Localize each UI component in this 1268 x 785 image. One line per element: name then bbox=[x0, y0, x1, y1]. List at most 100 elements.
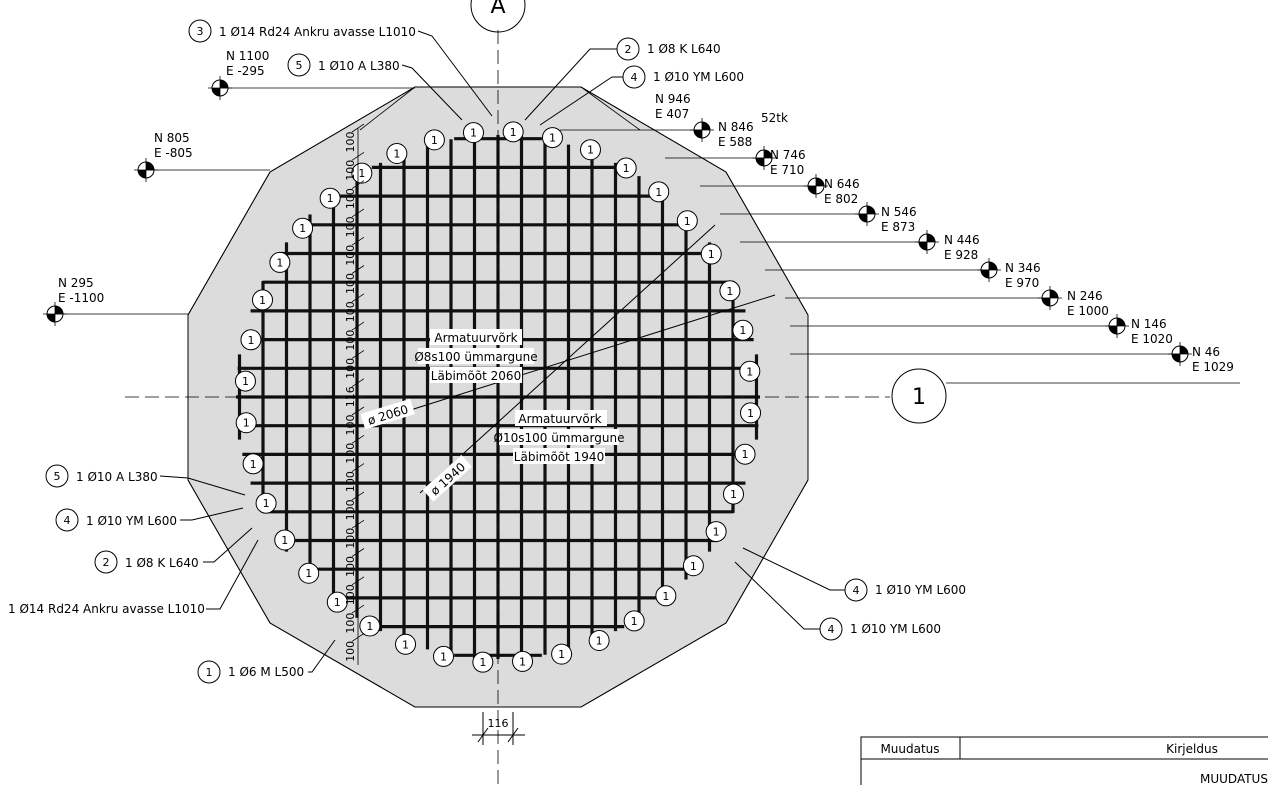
position-bubble: 1 bbox=[551, 643, 573, 665]
svg-text:MUUDATUS: MUUDATUS bbox=[1200, 772, 1268, 785]
svg-text:1: 1 bbox=[334, 596, 341, 609]
svg-text:1: 1 bbox=[510, 126, 517, 139]
svg-text:N 746: N 746 bbox=[770, 148, 806, 162]
count-label: 52tk bbox=[761, 111, 788, 125]
svg-text:1: 1 bbox=[305, 567, 312, 580]
position-bubble: 1 bbox=[423, 129, 445, 151]
svg-text:100: 100 bbox=[344, 301, 357, 322]
svg-text:E -805: E -805 bbox=[154, 146, 193, 160]
svg-text:Armatuurvõrk: Armatuurvõrk bbox=[518, 412, 601, 426]
svg-text:4: 4 bbox=[631, 71, 638, 84]
svg-text:Ø8s100 ümmargune: Ø8s100 ümmargune bbox=[414, 350, 537, 364]
svg-text:Kirjeldus: Kirjeldus bbox=[1166, 742, 1218, 756]
svg-text:1 Ø10 A L380: 1 Ø10 A L380 bbox=[76, 470, 158, 484]
position-bubble: 1 bbox=[472, 651, 494, 673]
position-bubble: 1 bbox=[588, 630, 610, 652]
svg-text:Armatuurvõrk: Armatuurvõrk bbox=[434, 331, 517, 345]
svg-text:1: 1 bbox=[440, 650, 447, 663]
position-bubble: 1 bbox=[648, 181, 670, 203]
position-bubble: 1 bbox=[623, 610, 645, 632]
position-bubble: 1 bbox=[319, 187, 341, 209]
svg-text:1: 1 bbox=[243, 417, 250, 430]
svg-text:N 646: N 646 bbox=[824, 177, 860, 191]
svg-text:Ø10s100 ümmargune: Ø10s100 ümmargune bbox=[494, 431, 625, 445]
svg-text:1: 1 bbox=[587, 144, 594, 157]
svg-text:3: 3 bbox=[197, 25, 204, 38]
position-bubble: 1 bbox=[719, 280, 741, 302]
position-bubble: 1 bbox=[269, 251, 291, 273]
svg-text:Läbimõõt 2060: Läbimõõt 2060 bbox=[431, 369, 521, 383]
position-bubble: 1 bbox=[255, 492, 277, 514]
svg-text:1 Ø10 YM L600: 1 Ø10 YM L600 bbox=[875, 583, 966, 597]
svg-text:1: 1 bbox=[250, 458, 257, 471]
mesh-note-outer: Armatuurvõrk Ø8s100 ümmargune Läbimõõt 2… bbox=[414, 329, 538, 383]
callout-left-5: 5 1 Ø10 A L380 bbox=[45, 464, 246, 496]
position-bubble: 1 bbox=[359, 615, 381, 637]
svg-text:100: 100 bbox=[344, 160, 357, 181]
svg-text:N 1100: N 1100 bbox=[226, 49, 269, 63]
position-bubble: 1 bbox=[579, 139, 601, 161]
svg-text:1 Ø8 K L640: 1 Ø8 K L640 bbox=[125, 556, 199, 570]
svg-text:100: 100 bbox=[344, 188, 357, 209]
position-bubble: 1 bbox=[235, 412, 257, 434]
position-bubble: 1 bbox=[700, 243, 722, 265]
svg-text:1: 1 bbox=[242, 375, 249, 388]
svg-text:1: 1 bbox=[730, 488, 737, 501]
section-mark-a bbox=[470, 0, 526, 33]
svg-text:5: 5 bbox=[54, 470, 61, 483]
svg-text:E 710: E 710 bbox=[770, 163, 804, 177]
svg-text:E 970: E 970 bbox=[1005, 276, 1039, 290]
svg-text:N 246: N 246 bbox=[1067, 289, 1103, 303]
svg-text:N 946: N 946 bbox=[655, 92, 691, 106]
svg-text:1: 1 bbox=[276, 256, 283, 269]
svg-text:100: 100 bbox=[344, 528, 357, 549]
svg-text:4: 4 bbox=[64, 514, 71, 527]
callout-top-left-3: 3 1 Ø14 Rd24 Ankru avasse L1010 bbox=[188, 19, 493, 117]
svg-text:1: 1 bbox=[708, 248, 715, 261]
svg-text:2: 2 bbox=[103, 556, 110, 569]
svg-text:E 1020: E 1020 bbox=[1131, 332, 1173, 346]
svg-text:1: 1 bbox=[327, 192, 334, 205]
position-bubble: 1 bbox=[433, 645, 455, 667]
svg-text:1: 1 bbox=[726, 285, 733, 298]
position-bubble: 1 bbox=[240, 329, 262, 351]
center-axes bbox=[125, 30, 890, 785]
svg-text:1: 1 bbox=[596, 635, 603, 648]
position-bubble: 1 bbox=[326, 591, 348, 613]
svg-text:E 1029: E 1029 bbox=[1192, 360, 1234, 374]
svg-text:E 873: E 873 bbox=[881, 220, 915, 234]
svg-text:1: 1 bbox=[549, 132, 556, 145]
position-bubble: 1 bbox=[676, 210, 698, 232]
position-bubble: 1 bbox=[740, 402, 762, 424]
position-bubble: 1 bbox=[722, 483, 744, 505]
svg-text:1: 1 bbox=[713, 526, 720, 539]
position-bubble: 1 bbox=[292, 217, 314, 239]
svg-text:1: 1 bbox=[206, 666, 213, 679]
svg-text:1: 1 bbox=[623, 162, 630, 175]
position-bubble: 1 bbox=[682, 555, 704, 577]
svg-text:1: 1 bbox=[746, 365, 753, 378]
svg-text:2: 2 bbox=[625, 43, 632, 56]
position-bubble: 1 bbox=[462, 122, 484, 144]
callout-right-4a: 4 1 Ø10 YM L600 bbox=[742, 547, 966, 602]
svg-text:1: 1 bbox=[358, 167, 365, 180]
svg-text:1: 1 bbox=[742, 448, 749, 461]
svg-text:1: 1 bbox=[739, 324, 746, 337]
position-bubble: 1 bbox=[541, 127, 563, 149]
svg-text:E -1100: E -1100 bbox=[58, 291, 104, 305]
svg-text:1: 1 bbox=[519, 655, 526, 668]
svg-text:N 146: N 146 bbox=[1131, 317, 1167, 331]
position-bubble: 1 bbox=[395, 633, 417, 655]
mesh-note-inner: Armatuurvõrk Ø10s100 ümmargune Läbimõõt … bbox=[494, 410, 625, 464]
callout-top-right-4: 4 1 Ø10 YM L600 bbox=[539, 65, 744, 126]
svg-text:1: 1 bbox=[431, 134, 438, 147]
position-bubble: 1 bbox=[615, 157, 637, 179]
